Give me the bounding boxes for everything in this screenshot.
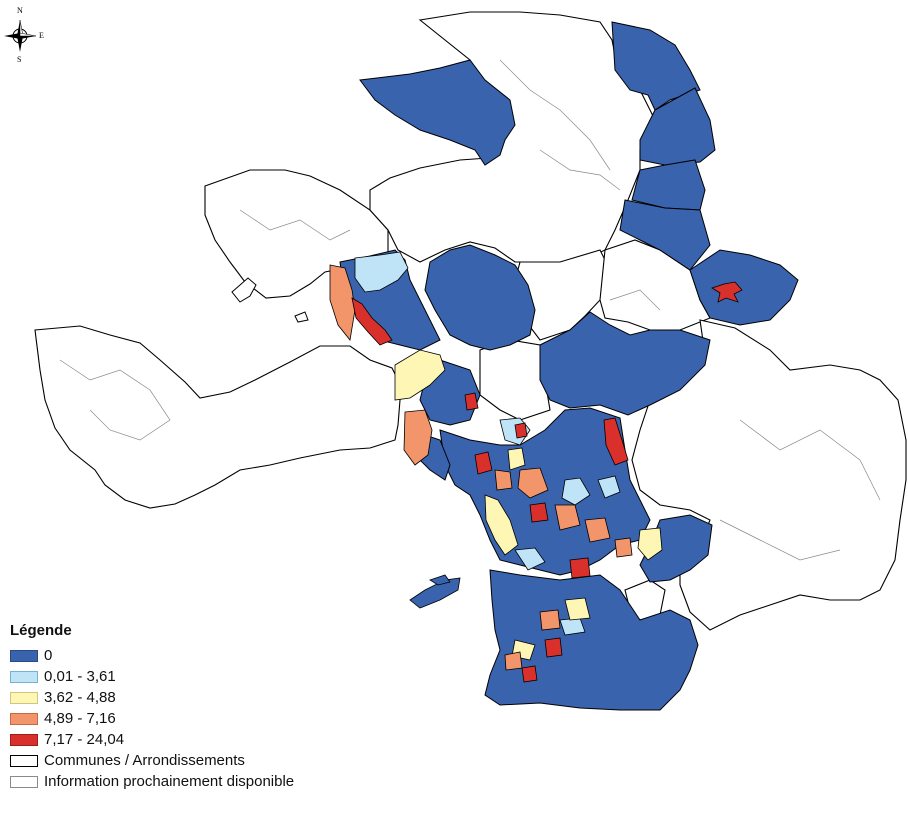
- zone-o-center-1: [517, 467, 549, 499]
- zone-o-west: [403, 409, 433, 466]
- legend-item: Communes / Arrondissements: [10, 750, 350, 771]
- legend-item: 0,01 - 3,61: [10, 666, 350, 687]
- zone-o-east-1: [614, 537, 633, 558]
- legend-swatch: [10, 691, 38, 704]
- zone-o-center-4: [494, 469, 513, 491]
- zone-o-south-2: [504, 651, 523, 671]
- zone-lb-center-2: [561, 477, 591, 506]
- zone-y-center-1: [507, 447, 526, 471]
- legend-swatch: [10, 649, 38, 662]
- legend-label: 4,89 - 7,16: [44, 710, 116, 727]
- zone-y-west-1: [394, 349, 446, 401]
- zone-r-center-3: [569, 557, 591, 579]
- legend-title: Légende: [10, 622, 72, 639]
- compass-east-label: E: [39, 31, 44, 40]
- legend-swatch: [10, 733, 38, 746]
- compass-south-label: S: [17, 55, 22, 64]
- island-west-2: [429, 574, 451, 586]
- zone-r-south-1: [544, 637, 563, 658]
- zone-r-west-1: [464, 392, 479, 411]
- zone-central-large: [539, 311, 711, 416]
- legend: Légende 0 0,01 - 3,61 3,62 - 4,88 4,89 - 7,…: [10, 622, 350, 792]
- legend-label: Information prochainement disponible: [44, 773, 295, 790]
- class-3-zones: [329, 264, 633, 671]
- legend-items: 0 0,01 - 3,61 3,62 - 4,88 4,89 - 7,16 7,17 -…: [10, 645, 350, 792]
- zone-r-center-1: [474, 451, 493, 475]
- legend-item: 4,89 - 7,16: [10, 708, 350, 729]
- legend-item: 0: [10, 645, 350, 666]
- inner-borders: [59, 59, 881, 561]
- zone-northeast-strip: [611, 21, 701, 111]
- zone-east-strip-3: [631, 159, 706, 211]
- legend-swatch: [10, 670, 38, 683]
- compass-icon: [4, 19, 37, 52]
- zone-r-northwest: [351, 297, 393, 346]
- island-northwest-2: [294, 311, 309, 323]
- zone-lb-northwest: [354, 251, 409, 293]
- commune-west-peninsula: [34, 325, 401, 509]
- class-4-zones: [351, 281, 743, 683]
- legend-label: 3,62 - 4,88: [44, 689, 116, 706]
- zone-lb-south: [559, 617, 586, 636]
- zone-south-large: [484, 569, 699, 711]
- legend-swatch: [10, 754, 38, 767]
- class-1-zones: [354, 251, 621, 636]
- legend-swatch: [10, 775, 38, 788]
- zone-north-island: [359, 59, 516, 166]
- zone-east-strip-2: [639, 87, 716, 166]
- legend-label: Communes / Arrondissements: [44, 752, 245, 769]
- zone-o-center-2: [554, 504, 581, 531]
- zone-o-northwest: [329, 264, 356, 341]
- zone-north-central-large: [424, 244, 536, 351]
- compass-rose: N E S: [2, 2, 52, 64]
- zone-r-south-2: [521, 665, 538, 683]
- legend-label: 0: [44, 647, 53, 664]
- zone-east-large: [689, 249, 799, 326]
- commune-left-central: [479, 339, 551, 421]
- legend-item: 3,62 - 4,88: [10, 687, 350, 708]
- zone-r-center-2: [529, 502, 549, 523]
- island-northwest: [231, 277, 257, 303]
- island-west-1: [409, 577, 461, 609]
- class-2-zones: [394, 349, 663, 661]
- legend-item: Information prochainement disponible: [10, 771, 350, 792]
- zone-y-east-1: [637, 527, 663, 561]
- zone-y-south-1: [564, 597, 591, 621]
- legend-label: 0,01 - 3,61: [44, 668, 116, 685]
- zone-o-center-3: [584, 517, 611, 543]
- zone-r-east-star: [711, 281, 743, 303]
- legend-label: 7,17 - 24,04: [44, 731, 125, 748]
- zone-lb-east-1: [597, 475, 621, 499]
- zone-lb-center-3: [514, 547, 546, 571]
- commune-north-central: [369, 11, 656, 263]
- zone-r-center-4: [514, 422, 528, 439]
- compass-north-label: N: [17, 6, 23, 15]
- zone-y-coast-strip: [484, 494, 519, 556]
- legend-item: 7,17 - 24,04: [10, 729, 350, 750]
- islands: [409, 574, 461, 609]
- islands-white: [231, 277, 309, 323]
- zone-r-east-strip: [603, 417, 629, 466]
- zone-o-south-1: [539, 609, 561, 631]
- legend-swatch: [10, 712, 38, 725]
